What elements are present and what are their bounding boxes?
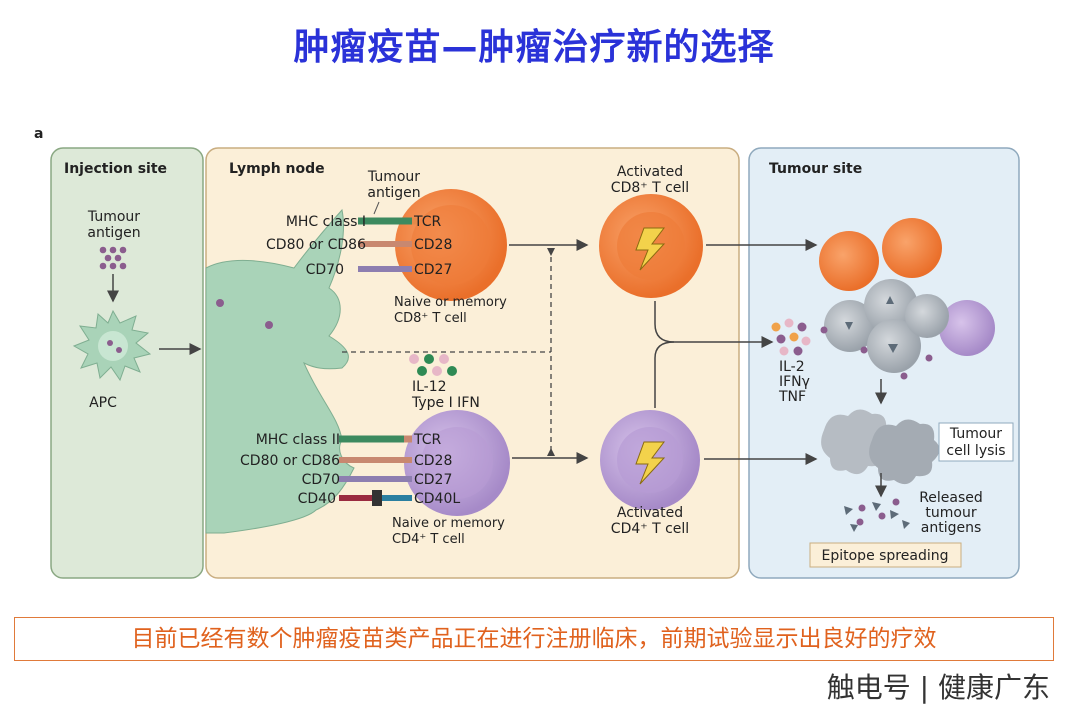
cd4-receptor-3: CD40 — [298, 491, 336, 507]
cd4-ligand-2: CD27 — [414, 472, 452, 488]
lightning-icon — [635, 227, 666, 271]
lysis-label-box — [938, 422, 1014, 462]
helper-t-cell — [939, 300, 995, 356]
panel-letter: a — [34, 126, 43, 142]
released-label-2: tumour — [925, 505, 976, 521]
tumour-cytokine-dots — [771, 318, 811, 356]
released-label-1: Released — [919, 490, 983, 506]
antigen-dots — [99, 246, 127, 270]
tumour-cells — [820, 279, 949, 380]
cd8-caption-1: Naive or memory — [394, 295, 507, 310]
tumour-cytokine-0: IL-2 — [779, 359, 805, 375]
cd8-receptor-1: CD80 or CD86 — [266, 237, 366, 253]
released-antigen-fragments — [844, 498, 910, 532]
cd4-ligand-1: CD28 — [414, 453, 452, 469]
cd4-receptor-0: MHC class II — [256, 432, 340, 448]
activated-cd8-label-2: CD8⁺ T cell — [611, 180, 689, 196]
lightning-icon — [635, 441, 666, 485]
cd4-receptor-pairs — [339, 435, 412, 506]
tumour-cytokine-1: IFNγ — [779, 374, 810, 390]
immune-activation-diagram: a Injection site Lymph node Tumour site … — [24, 118, 1028, 582]
cd4-caption-1: Naive or memory — [392, 516, 505, 531]
cytokine-label-2: Type I IFN — [411, 395, 480, 411]
released-label-3: antigens — [921, 520, 982, 536]
injection-antigen-label-1: Tumour — [87, 209, 140, 225]
lymph-antigen-label-2: antigen — [367, 185, 420, 201]
activated-cd4-label-2: CD4⁺ T cell — [611, 521, 689, 537]
apc-cell — [72, 309, 152, 382]
tumour-site-label: Tumour site — [769, 161, 862, 177]
epitope-spreading-box — [809, 542, 962, 568]
activated-cd8-label-1: Activated — [617, 164, 683, 180]
cytotoxic-t-cell — [819, 231, 879, 291]
caption-box: 目前已经有数个肿瘤疫苗类产品正在进行注册临床，前期试验显示出良好的疗效 — [14, 617, 1054, 661]
injection-site-label: Injection site — [64, 161, 167, 177]
tumour-cytokine-2: TNF — [778, 389, 806, 405]
lymph-antigen-label-1: Tumour — [367, 169, 420, 185]
cd8-receptor-2: CD70 — [306, 262, 344, 278]
watermark: 触电号 | 健康广东 — [826, 671, 1050, 704]
cytokine-dots — [409, 354, 457, 376]
cd4-receptor-2: CD70 — [302, 472, 340, 488]
dendritic-cell — [205, 208, 355, 534]
cd4-caption-2: CD4⁺ T cell — [392, 532, 465, 547]
cytotoxic-t-cell — [882, 218, 942, 278]
cd4-ligand-3: CD40L — [414, 491, 460, 507]
lysing-tumour-cells — [821, 409, 940, 485]
cd8-receptor-pairs — [358, 217, 419, 272]
epitope-spreading-label: Epitope spreading — [822, 548, 949, 564]
cd4-ligand-0: TCR — [413, 432, 442, 448]
cd8-receptor-0: MHC class I — [286, 214, 366, 230]
lymph-node-label: Lymph node — [229, 161, 325, 177]
cd4-receptor-1: CD80 or CD86 — [240, 453, 340, 469]
activated-cd4-label-1: Activated — [617, 505, 683, 521]
lysis-label-1: Tumour — [949, 426, 1002, 442]
cd8-ligand-1: CD28 — [414, 237, 452, 253]
cytokine-label-1: IL-12 — [412, 379, 447, 395]
slide-title: 肿瘤疫苗—肿瘤治疗新的选择 — [293, 27, 775, 68]
cd8-ligand-0: TCR — [413, 214, 442, 230]
lysis-label-2: cell lysis — [946, 443, 1005, 459]
apc-label: APC — [89, 395, 117, 411]
cd8-caption-2: CD8⁺ T cell — [394, 311, 467, 326]
injection-antigen-label-2: antigen — [87, 225, 140, 241]
cd8-ligand-2: CD27 — [414, 262, 452, 278]
